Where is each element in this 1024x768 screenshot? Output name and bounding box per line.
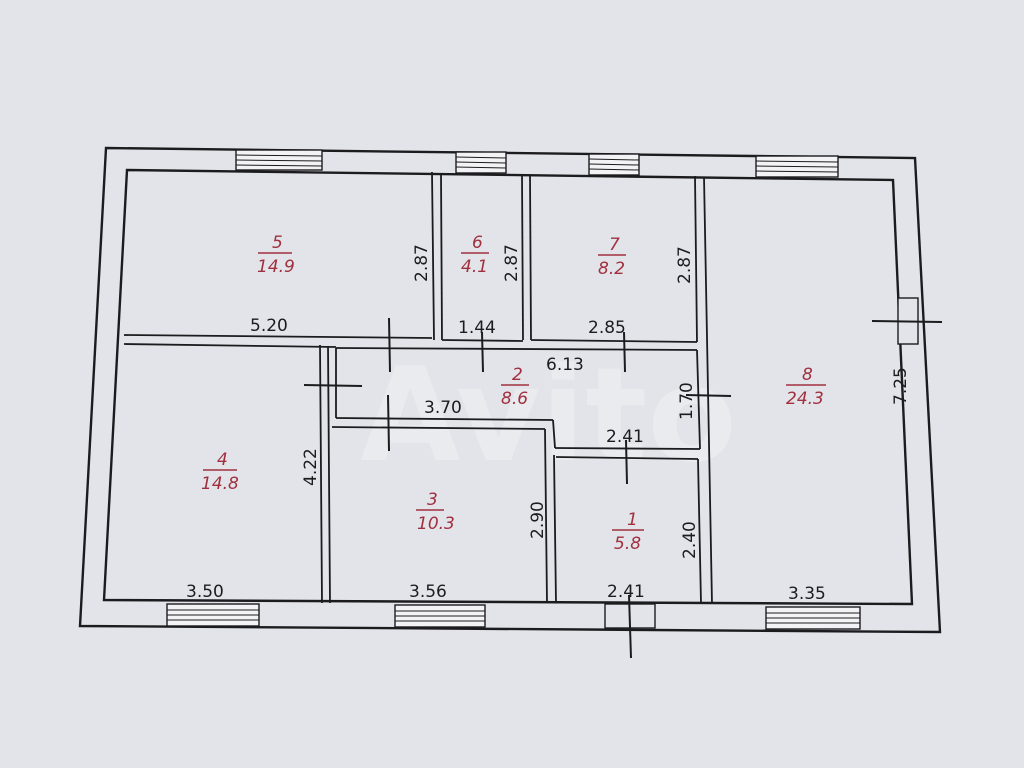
dim-room8-width: 3.35: [788, 584, 826, 604]
room-8-label: 8 24.3: [786, 365, 826, 409]
dim-room6-width: 1.44: [458, 318, 496, 338]
wall-4-right-b: [327, 345, 331, 604]
wall-2-right: [696, 349, 701, 450]
wall-6-7a: [521, 173, 524, 341]
wall-4-right-a: [319, 344, 323, 604]
window-bottom-2: [394, 604, 486, 628]
dim-room3-depth: 2.90: [528, 501, 548, 539]
door-1: [625, 439, 628, 485]
svg-text:14.9: 14.9: [257, 257, 295, 277]
dim-room1-depth: 2.40: [680, 521, 700, 559]
window-top-2: [455, 151, 507, 174]
svg-text:4: 4: [217, 450, 228, 470]
dim-room8-depth: 7.25: [891, 367, 911, 405]
svg-text:6: 6: [472, 233, 483, 253]
wall-7-8b: [703, 176, 713, 605]
svg-text:2: 2: [512, 365, 523, 385]
wall-5-bottom2: [123, 343, 337, 348]
room-4-label: 4 14.8: [201, 450, 239, 494]
dim-room5-width: 5.20: [250, 316, 288, 336]
room-1-label: 1 5.8: [612, 510, 644, 554]
svg-text:5.8: 5.8: [614, 534, 641, 554]
dim-room2-depth: 1.70: [677, 382, 697, 420]
wall-7-bottom: [530, 339, 698, 343]
svg-text:5: 5: [272, 233, 283, 253]
dim-room5-depth: 2.87: [412, 244, 432, 282]
dim-room4-depth: 4.22: [301, 448, 321, 486]
wall-6-7b: [529, 174, 532, 341]
dim-room1-width: 2.41: [607, 582, 645, 602]
svg-text:8: 8: [802, 365, 813, 385]
room-2-label: 2 8.6: [501, 365, 529, 409]
outer-wall-outer: [78, 146, 942, 634]
dim-room1-top-width: 2.41: [606, 427, 644, 447]
svg-text:8.6: 8.6: [501, 389, 528, 409]
wall-1-right: [697, 458, 702, 604]
door-5: [388, 317, 391, 373]
window-top-1: [235, 149, 323, 171]
room-7-label: 7 8.2: [598, 235, 626, 279]
window-top-3: [588, 153, 640, 176]
wall-5-6b: [440, 172, 443, 341]
outer-wall-inner: [102, 168, 914, 606]
wall-2-bottom2: [554, 447, 701, 450]
room-6-label: 6 4.1: [461, 233, 489, 277]
wall-5-6a: [431, 171, 435, 341]
wall-7-8a: [694, 175, 698, 343]
dim-room4-width: 3.50: [186, 582, 224, 602]
wall-3-right-a: [544, 428, 548, 604]
dim-room7-depth: 2.87: [675, 246, 695, 284]
wall-3-right-b: [553, 454, 557, 604]
door-7: [623, 331, 626, 373]
door-3: [387, 394, 390, 452]
door-4: [303, 384, 363, 387]
svg-text:1: 1: [627, 510, 638, 530]
window-bottom-1: [166, 603, 260, 627]
window-top-4: [755, 155, 839, 178]
svg-text:3: 3: [427, 490, 438, 510]
svg-text:4.1: 4.1: [461, 257, 488, 277]
wall-5-bottom: [123, 334, 433, 339]
wall-2-step: [552, 419, 556, 449]
room-5-label: 5 14.9: [257, 233, 295, 277]
wall-2-bottom: [335, 417, 554, 421]
window-bottom-3: [765, 606, 861, 630]
entrance-door: [604, 594, 656, 659]
dim-room3-width: 3.56: [409, 582, 447, 602]
wall-2-top: [335, 347, 698, 351]
svg-text:14.8: 14.8: [201, 474, 239, 494]
room-3-label: 3 10.3: [416, 490, 455, 534]
door-6: [481, 331, 484, 373]
svg-text:24.3: 24.3: [786, 389, 824, 409]
svg-text:7: 7: [609, 235, 620, 255]
dim-room7-width: 2.85: [588, 318, 626, 338]
dim-room6-depth: 2.87: [502, 244, 522, 282]
svg-text:10.3: 10.3: [417, 514, 455, 534]
avito-watermark: Avito: [360, 339, 737, 491]
wall-3-top: [331, 426, 546, 430]
svg-text:8.2: 8.2: [598, 259, 625, 279]
dim-room2-width: 3.70: [424, 398, 462, 418]
side-door: [871, 297, 943, 345]
dim-room2-length: 6.13: [546, 355, 584, 375]
door-8: [685, 394, 732, 397]
